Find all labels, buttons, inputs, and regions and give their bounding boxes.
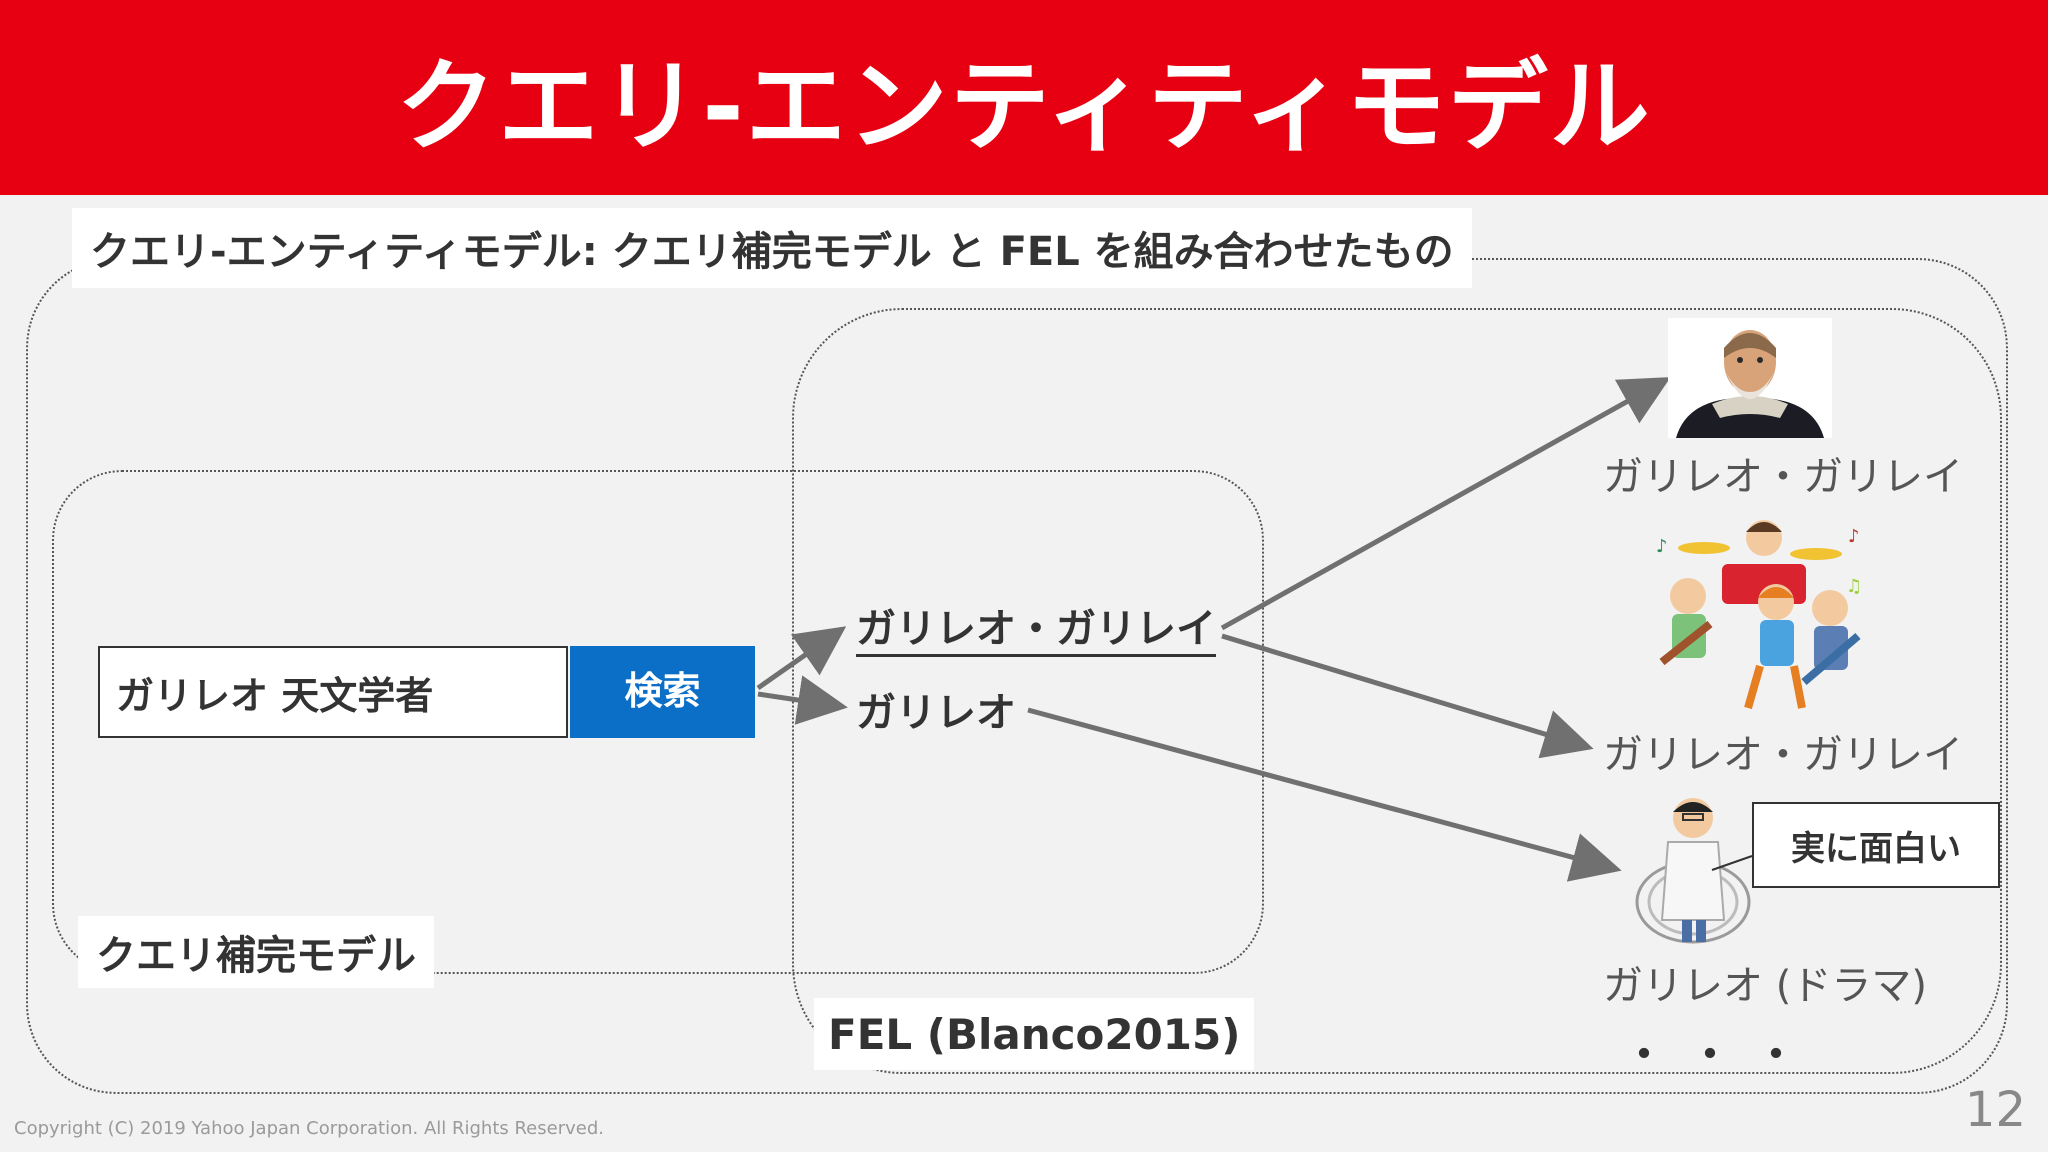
speech-bubble: 実に面白い — [1752, 802, 2000, 888]
arrow-to-entity-2 — [1221, 633, 1594, 759]
search-button[interactable]: 検索 — [570, 646, 755, 738]
more-entities-ellipsis: ・・・ — [1620, 1027, 1819, 1083]
entity-3-label: ガリレオ (ドラマ) — [1603, 963, 1927, 1009]
page-number: 12 — [1964, 1082, 2026, 1138]
arrow-to-candidate-2 — [757, 675, 848, 725]
query-completion-region — [52, 470, 1264, 974]
fel-text: FEL (Blanco2015) — [828, 1009, 1241, 1059]
search-input[interactable]: ガリレオ 天文学者 — [98, 646, 568, 738]
subtitle-text: クエリ-エンティティモデル: クエリ補完モデル と FEL を組み合わせたもの — [90, 229, 1454, 275]
candidate-query-1: ガリレオ・ガリレイ — [856, 596, 1216, 657]
entity-2-label: ガリレオ・ガリレイ — [1603, 732, 1963, 778]
svg-text:♪: ♪ — [1656, 536, 1668, 557]
candidate-query-1-text: ガリレオ・ガリレイ — [856, 606, 1216, 657]
arrow-to-entity-1 — [1220, 377, 1671, 631]
arrow-to-entity-3 — [1027, 707, 1622, 882]
copyright-text: Copyright (C) 2019 Yahoo Japan Corporati… — [14, 1118, 604, 1139]
galileo-portrait-image — [1668, 318, 1832, 438]
entity-1-label: ガリレオ・ガリレイ — [1603, 454, 1963, 500]
search-input-value: ガリレオ 天文学者 — [116, 673, 434, 718]
arrow-to-candidate-1 — [756, 626, 847, 691]
slide-title: クエリ-エンティティモデル — [396, 48, 1652, 165]
query-completion-label: クエリ補完モデル — [78, 916, 434, 988]
candidate-query-2: ガリレオ — [856, 690, 1016, 736]
query-completion-text: クエリ補完モデル — [96, 933, 416, 979]
svg-text:♪: ♪ — [1848, 526, 1860, 547]
title-bar: クエリ-エンティティモデル — [0, 0, 2048, 195]
fel-region — [792, 308, 2002, 1074]
band-illustration-image: ♪ ♪ ♫ — [1656, 520, 1862, 710]
scientist-illustration-image — [1635, 798, 1751, 944]
fel-label: FEL (Blanco2015) — [814, 998, 1255, 1070]
svg-text:♫: ♫ — [1846, 576, 1862, 597]
subtitle-label: クエリ-エンティティモデル: クエリ補完モデル と FEL を組み合わせたもの — [72, 208, 1472, 288]
